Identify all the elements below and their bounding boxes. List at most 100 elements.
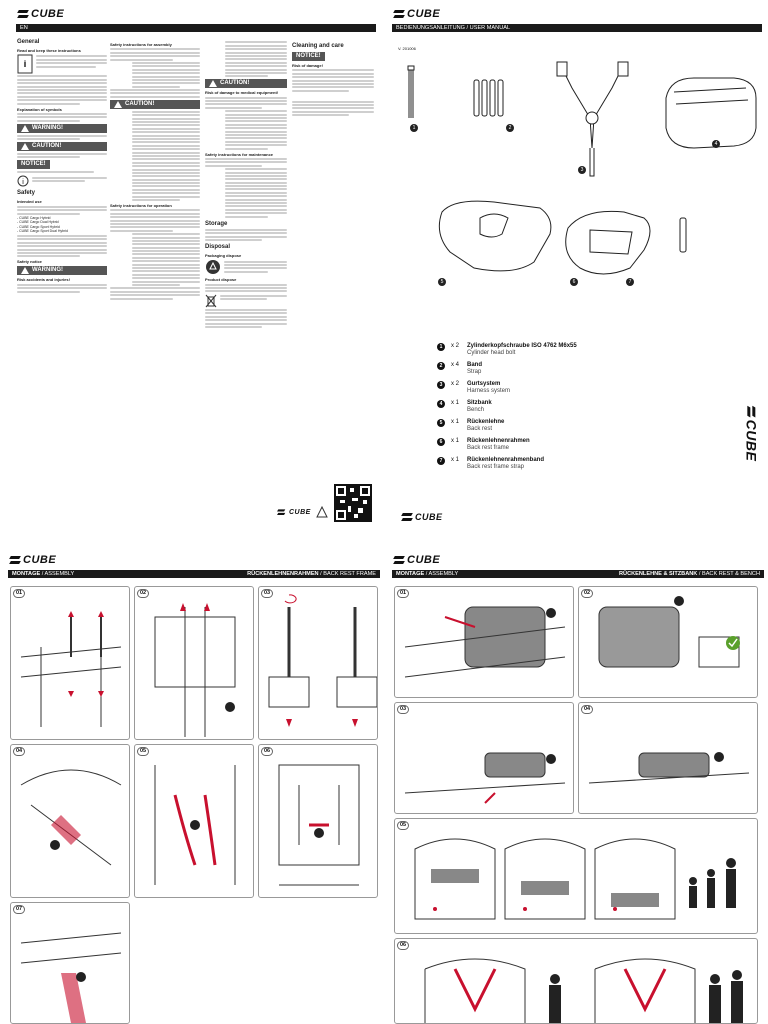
callout-5: 5 — [438, 278, 446, 286]
caution-box-medical: CAUTION! — [205, 79, 287, 89]
assembly-bar: MONTAGE / ASSEMBLY RÜCKENLEHNE & SITZBAN… — [392, 570, 764, 578]
model-list: - CUBE Cargo Hybrid - CUBE Cargo Dual Hy… — [17, 216, 68, 234]
heading-assembly-safety: Safety instructions for assembly — [110, 42, 172, 47]
warning-box-2: WARNING! — [17, 266, 107, 276]
heading-disposal: Disposal — [205, 244, 231, 251]
bench-part — [665, 77, 757, 149]
bolt-part — [407, 65, 415, 118]
heading-risk-accidents: Risk accidents and injuries! — [17, 277, 70, 283]
heading-maintenance-safety: Safety instructions for maintenance — [205, 151, 274, 157]
language-bar: EN — [16, 24, 376, 32]
book-icon: i — [17, 54, 33, 74]
step-07: 07 — [10, 902, 130, 1024]
column-cleaning: Cleaning and care NOTICE! Risk of damage… — [292, 40, 374, 117]
heading-read-keep: Read and keep these instructions — [17, 48, 81, 53]
qr-code-icon — [332, 478, 374, 524]
strap-part — [473, 79, 504, 117]
step-05: 05 — [134, 744, 254, 898]
crossed-bin-icon — [205, 294, 217, 308]
caution-box-assembly: CAUTION! — [110, 99, 200, 109]
cube-logo: CUBE — [394, 554, 440, 566]
cube-logo-footer: CUBE — [276, 508, 311, 517]
column-assembly-safety: Safety instructions for assembly CAUTION… — [110, 40, 200, 301]
strap-wrap-illustration — [154, 765, 236, 885]
heading-intended-use: Intended use — [17, 199, 42, 205]
svg-text:i: i — [24, 59, 27, 69]
callout-4: 4 — [712, 140, 720, 148]
harness-part — [556, 61, 629, 177]
callout-3: 3 — [578, 166, 586, 174]
page-parts-overview: CUBE BEDIENUNGSANLEITUNG / USER MANUAL V… — [384, 0, 768, 544]
frame-bolt-illustration — [20, 611, 122, 727]
parts-illustration — [407, 61, 757, 275]
step-01: 01 — [10, 586, 130, 740]
assembly-bar: MONTAGE / ASSEMBLY RÜCKENLEHNENRAHMEN / … — [8, 570, 380, 578]
step-06: 06 — [394, 938, 758, 1024]
heading-product-dispose: Product dispose — [205, 277, 237, 283]
heading-safety-notice: Safety notice — [17, 259, 42, 265]
heading-operation-safety: Safety instructions for operation — [110, 203, 172, 209]
bench-place-illustration — [404, 752, 566, 804]
warning-triangle-icon — [316, 506, 328, 518]
warning-box: WARNING! — [17, 123, 107, 133]
back-rest-frame-part — [565, 210, 651, 275]
step-06: 06 — [258, 744, 378, 898]
callout-7: 7 — [626, 278, 634, 286]
step-04: 04 — [10, 744, 130, 898]
heading-safety: Safety — [17, 190, 36, 197]
notice-box-care: NOTICE! — [292, 52, 325, 61]
heading-general: General — [17, 39, 40, 45]
column-general: General Read and keep these instructions… — [17, 36, 107, 294]
page-safety-instructions: CUBE EN General Read and keep these inst… — [0, 0, 384, 544]
cube-logo: CUBE — [18, 8, 64, 20]
frame-mount-illustration — [154, 603, 236, 737]
info-icon: i — [17, 175, 29, 187]
heading-medical-risk: Risk of damage to medical equipment! — [205, 90, 279, 96]
step-04: 04 — [578, 702, 758, 814]
recycle-icon — [206, 260, 220, 275]
version-label: V. 201006 — [398, 46, 416, 51]
manual-bar: BEDIENUNGSANLEITUNG / USER MANUAL — [392, 24, 762, 32]
frame-installed-illustration — [278, 764, 360, 886]
frame-strap-illustration — [20, 932, 122, 1023]
bench-installed-illustration — [588, 752, 750, 784]
frame-strap-part — [679, 217, 687, 253]
cube-logo-bottom: CUBE — [402, 512, 443, 522]
caution-box: CAUTION! — [17, 142, 107, 152]
callout-1: 1 — [410, 124, 418, 132]
page-back-rest-frame-assembly: CUBE MONTAGE / ASSEMBLY RÜCKENLEHNENRAHM… — [0, 544, 384, 1024]
back-rest-clip-illustration — [598, 596, 740, 668]
bolt-tighten-illustration — [268, 594, 377, 727]
callout-6: 6 — [570, 278, 578, 286]
step-02: 02 — [578, 586, 758, 698]
notice-box: NOTICE! — [17, 160, 50, 170]
heading-packaging-dispose: Packaging dispose — [205, 253, 242, 259]
callout-2: 2 — [506, 124, 514, 132]
step-05: 05 — [394, 818, 758, 934]
heading-symbols: Explanation of symbols — [17, 106, 62, 112]
page-back-rest-bench-assembly: CUBE MONTAGE / ASSEMBLY RÜCKENLEHNE & SI… — [384, 544, 768, 1024]
column-safety-continued: CAUTION! Risk of damage to medical equip… — [205, 40, 287, 329]
step-01: 01 — [394, 586, 574, 698]
cube-logo-vertical: CUBE — [743, 407, 759, 462]
heading-risk-damage: Risk of damage! — [292, 63, 323, 68]
step-03: 03 — [258, 586, 378, 740]
step-02: 02 — [134, 586, 254, 740]
strap-attach-illustration — [20, 769, 122, 866]
harness-fit-illustration — [424, 958, 743, 1023]
heading-cleaning-care: Cleaning and care — [292, 43, 344, 49]
cover-strip: CUBE — [720, 330, 759, 520]
cube-logo: CUBE — [394, 8, 440, 20]
back-rest-attach-illustration — [404, 606, 566, 678]
svg-text:i: i — [22, 179, 24, 186]
cube-logo: CUBE — [10, 554, 56, 566]
back-rest-part — [438, 200, 552, 272]
step-03: 03 — [394, 702, 574, 814]
